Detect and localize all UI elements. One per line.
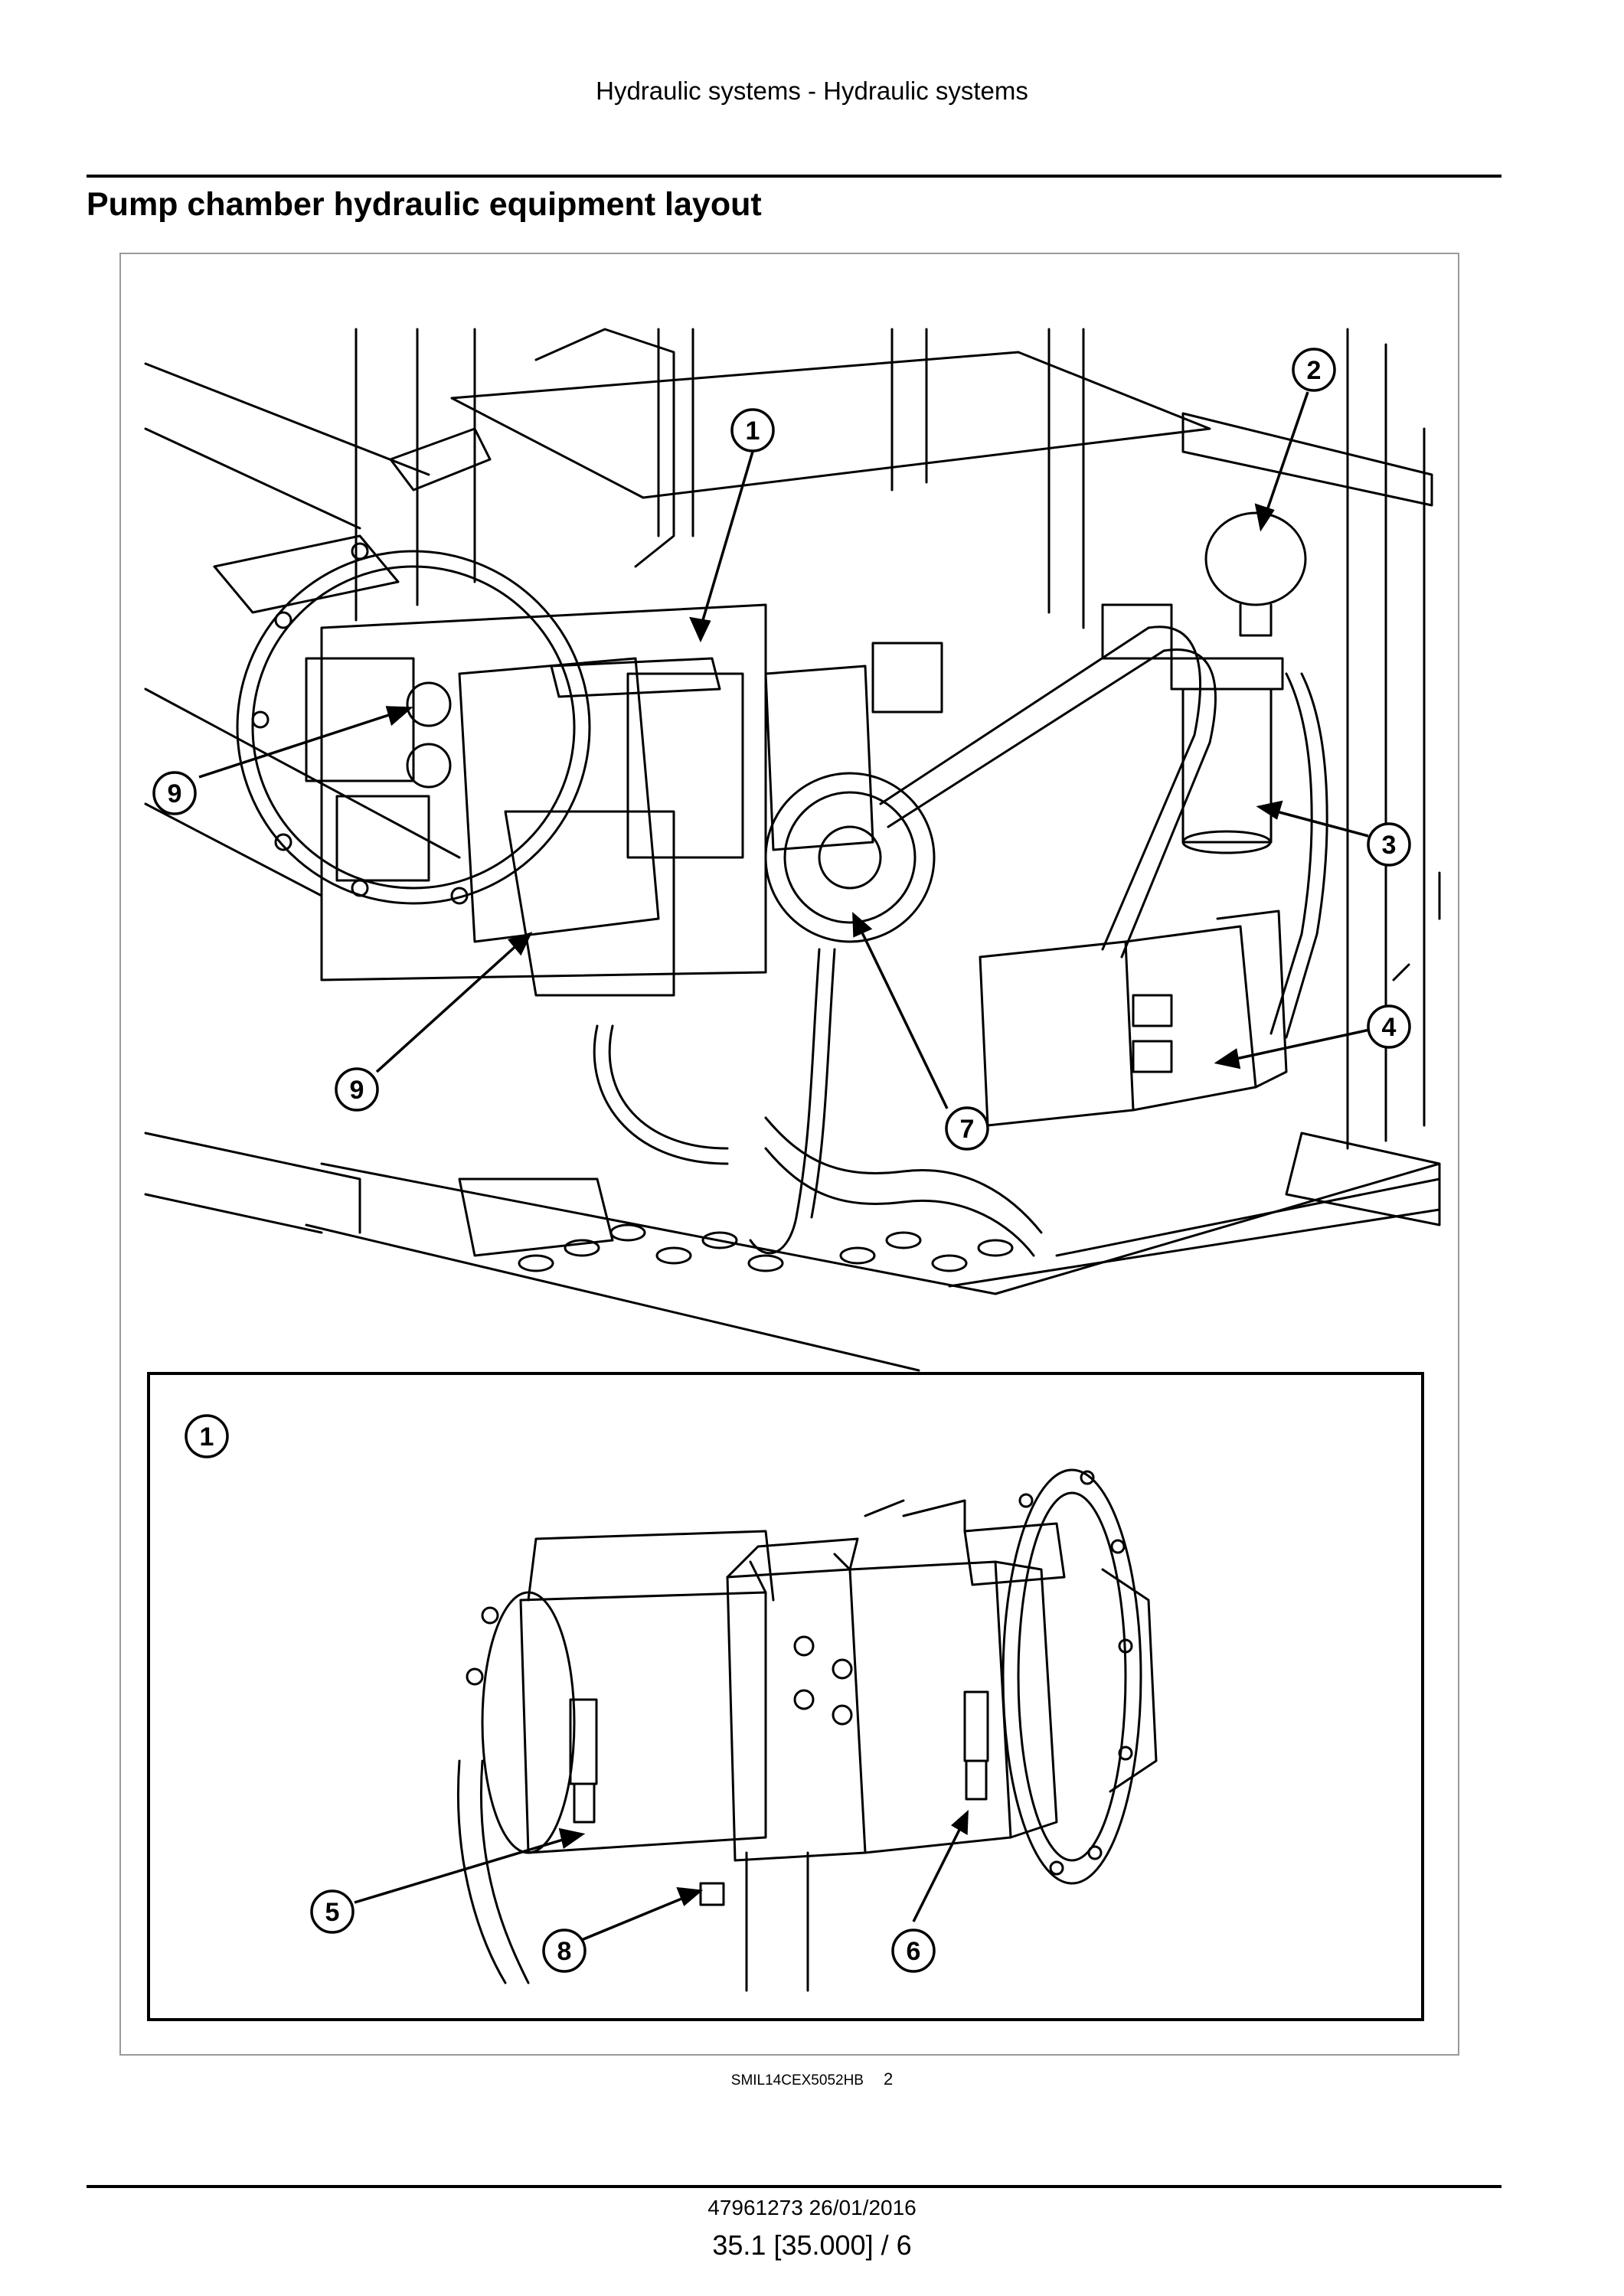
callout-2: 2 (1307, 356, 1322, 385)
header-rule (87, 175, 1501, 178)
figure-code: SMIL14CEX5052HB (730, 2072, 864, 2089)
callout-3: 3 (1382, 831, 1397, 860)
callout-9-upper: 9 (168, 779, 182, 808)
detail-inset-frame (147, 1372, 1424, 2021)
figure-caption: SMIL14CEX5052HB 2 (0, 2069, 1624, 2089)
pump-chamber-illustration: 1 2 3 4 7 9 9 1 5 6 8 (144, 328, 1441, 1992)
figure-number: 2 (883, 2069, 894, 2089)
page-number: 35.1 [35.000] / 6 (712, 2229, 912, 2261)
callout-6: 6 (907, 1937, 921, 1966)
document-reference: 47961273 26/01/2016 (707, 2196, 917, 2219)
callout-5: 5 (325, 1898, 340, 1927)
callout-4: 4 (1382, 1013, 1397, 1042)
callout-7: 7 (960, 1115, 975, 1144)
callout-8: 8 (557, 1937, 572, 1966)
callout-9-lower: 9 (350, 1076, 364, 1105)
inset-callout-1: 1 (200, 1422, 214, 1452)
running-header: Hydraulic systems - Hydraulic systems (596, 77, 1028, 105)
footer-rule (87, 2185, 1501, 2188)
figure-frame (119, 253, 1459, 2056)
section-title: Pump chamber hydraulic equipment layout (87, 186, 762, 223)
callout-1: 1 (746, 416, 760, 446)
